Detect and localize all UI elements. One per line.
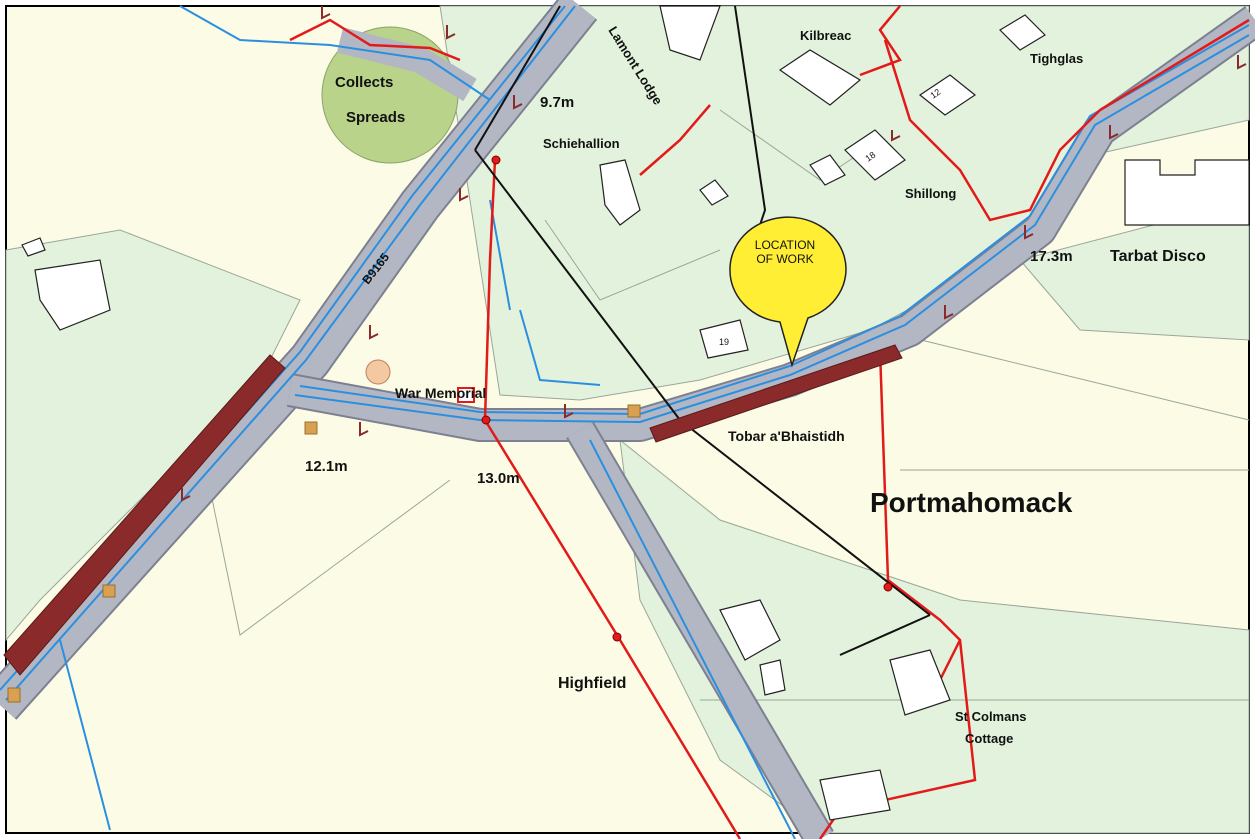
label-collects: Collects — [335, 74, 393, 91]
pole-2 — [446, 25, 456, 40]
callout-line-1: LOCATION — [755, 238, 815, 252]
pole-1 — [321, 6, 331, 20]
label-house-18: 18 — [863, 150, 877, 164]
label-house-19: 19 — [719, 337, 729, 347]
water-main-southwest — [59, 639, 111, 831]
buildings — [21, 5, 1250, 821]
electric-cable-schiehallion — [639, 104, 711, 176]
road-collects-spur — [336, 27, 477, 102]
label-tarbat: Tarbat Disco — [1110, 248, 1206, 265]
building-tighglas — [999, 14, 1046, 51]
building-lamont-lodge — [659, 5, 721, 61]
electric-cable-kilbreac — [859, 5, 902, 77]
water-main-highfield — [589, 439, 796, 839]
water-main-north — [179, 5, 491, 101]
plot-line-2 — [544, 219, 721, 301]
water-main-street — [294, 34, 1250, 424]
electric-cable-east — [1099, 18, 1250, 112]
building-west — [34, 259, 111, 331]
plot-line-4 — [879, 329, 1250, 421]
cable-joints — [481, 155, 893, 642]
building-12 — [918, 74, 977, 116]
valve-4 — [7, 687, 21, 703]
building-south-3 — [819, 769, 891, 821]
plot-line-1 — [199, 439, 451, 636]
label-highfield: Highfield — [558, 675, 626, 692]
telecom-cable-road — [474, 5, 561, 151]
distance-12-1: 12.1m — [305, 458, 348, 475]
label-st-colmans: St Colmans — [955, 709, 1027, 724]
label-tobar: Tobar a'Bhaistidh — [728, 428, 845, 444]
pole-11 — [1109, 125, 1119, 140]
building-kilbreac — [778, 49, 862, 106]
valve-2 — [627, 404, 641, 418]
building-schiehallion — [599, 159, 641, 226]
pole-markers — [181, 6, 1247, 502]
pole-3 — [513, 95, 523, 110]
pole-6 — [359, 422, 369, 437]
label-tighglas: Tighglas — [1030, 51, 1083, 66]
pole-8 — [181, 488, 191, 502]
pole-5 — [369, 325, 379, 340]
road-main-street — [287, 7, 1255, 440]
works-bars — [3, 344, 903, 676]
valve-3 — [102, 584, 116, 598]
label-house-12: 12 — [928, 87, 942, 101]
water-main-b9165-b — [5, 5, 576, 701]
joint-2 — [612, 632, 622, 642]
pole-10 — [1024, 225, 1034, 240]
pole-12 — [1237, 55, 1247, 70]
building-tarbat — [1124, 159, 1250, 226]
distance-17-3: 17.3m — [1030, 248, 1073, 265]
building-south-1 — [719, 599, 781, 661]
water-main-branch-1 — [519, 309, 601, 386]
pole-7 — [564, 404, 574, 419]
label-schiehallion: Schiehallion — [543, 136, 620, 151]
building-shed-2 — [699, 179, 729, 206]
building-shed-1 — [809, 154, 846, 186]
war-memorial-tree — [365, 359, 391, 385]
building-19 — [699, 319, 749, 359]
distance-13-0: 13.0m — [477, 470, 520, 487]
building-18 — [844, 129, 906, 181]
pole-9 — [944, 305, 954, 320]
label-spreads: Spreads — [346, 109, 405, 126]
works-bar-main-street — [649, 344, 903, 443]
callout-bubble — [729, 216, 847, 368]
war-memorial-marker — [457, 387, 475, 403]
valve-markers — [7, 404, 641, 703]
joint-1 — [481, 415, 491, 425]
building-south-2 — [759, 659, 786, 696]
distance-9-7: 9.7m — [540, 94, 574, 111]
location-callout: LOCATION OF WORK — [729, 216, 847, 368]
works-bar-b9165 — [3, 354, 286, 676]
pole-13 — [891, 130, 901, 142]
callout-line-2: OF WORK — [756, 252, 813, 266]
label-kilbreac: Kilbreac — [800, 28, 851, 43]
valve-1 — [304, 421, 318, 435]
electric-cable-north — [289, 18, 461, 62]
pole-4 — [459, 188, 469, 202]
label-shillong: Shillong — [905, 186, 956, 201]
label-war-memorial: War Memorial — [395, 385, 486, 401]
joint-4 — [491, 155, 501, 165]
building-west-small — [21, 237, 46, 257]
label-portmahomack: Portmahomack — [870, 487, 1073, 518]
building-cottage — [889, 649, 951, 716]
water-main-street-2 — [299, 24, 1250, 416]
label-cottage: Cottage — [965, 731, 1013, 746]
telecom-cable-south — [839, 614, 931, 656]
distance-labels: 9.7m 17.3m 12.1m 13.0m — [305, 94, 1073, 487]
electric-cable-shillong — [883, 39, 1101, 222]
joint-3 — [883, 582, 893, 592]
